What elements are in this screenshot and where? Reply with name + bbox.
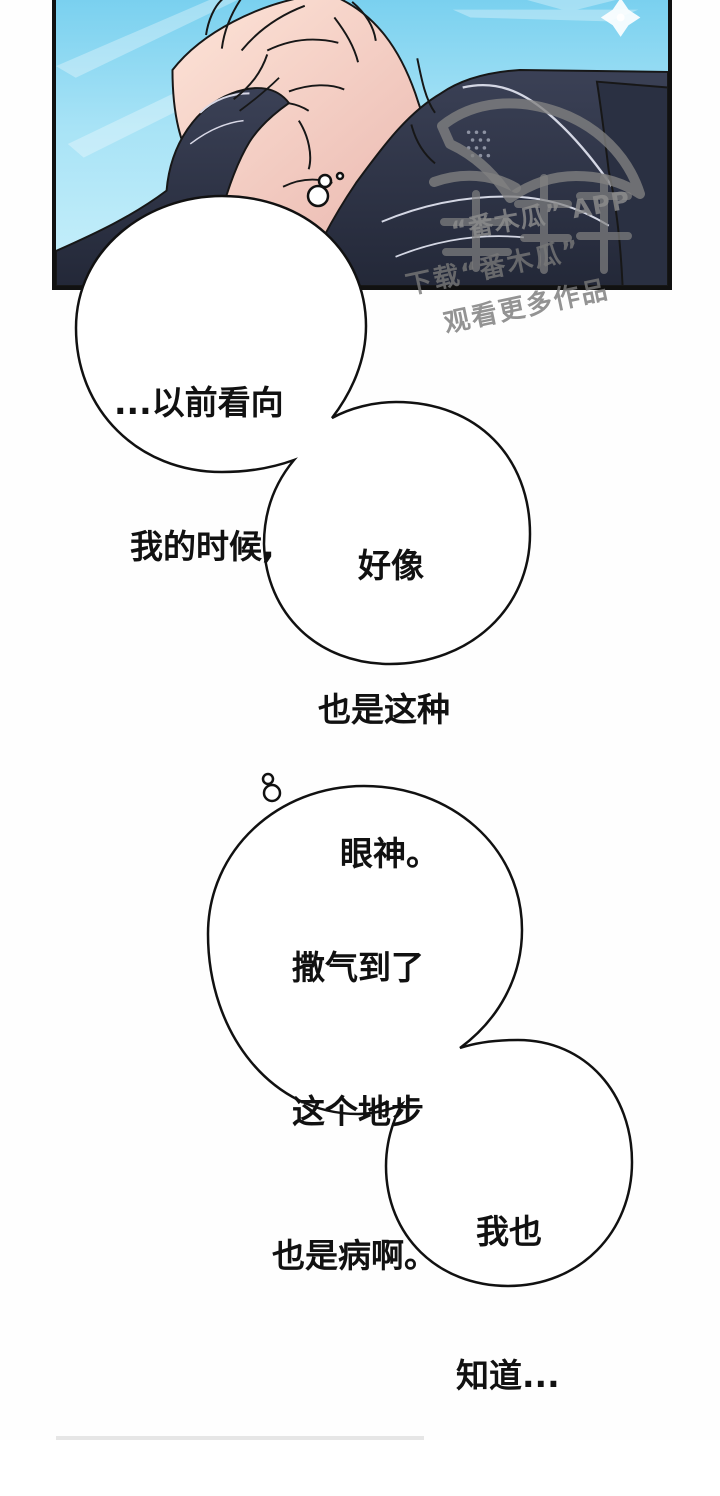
speech-text-1-line-2: 我的时候,: [130, 527, 275, 566]
speech-text-2-line-2: 也是这种: [318, 690, 450, 729]
speech-text-3-line-1: 撒气到了: [292, 948, 424, 987]
comic-page: “番木瓜” APP 下载“番木瓜” 观看更多作品 ...以前看向 我的时候, 好…: [52, 0, 672, 1440]
speech-text-4-line-1: 我也: [476, 1212, 542, 1251]
speech-text-1-line-1: ...以前看向: [114, 383, 284, 422]
speech-text-3-line-3: 也是病啊。: [272, 1236, 437, 1275]
speech-text-1: ...以前看向 我的时候,: [114, 283, 284, 667]
thought-dot-medium-2: [262, 783, 282, 803]
speech-text-4: 我也 知道...: [456, 1112, 560, 1496]
speech-text-3: 撒气到了 这个地步 也是病啊。: [272, 848, 437, 1376]
thought-dot-small-2: [261, 772, 275, 786]
speech-text-2-line-1: 好像: [358, 546, 424, 585]
speech-text-3-line-2: 这个地步: [292, 1092, 424, 1131]
speech-text-4-line-2: 知道...: [456, 1356, 560, 1395]
speech-text-2-line-3: 眼神。: [340, 834, 439, 873]
speech-text-2: 好像 也是这种 眼神。: [318, 446, 450, 974]
page-bottom-divider: [56, 1436, 424, 1440]
